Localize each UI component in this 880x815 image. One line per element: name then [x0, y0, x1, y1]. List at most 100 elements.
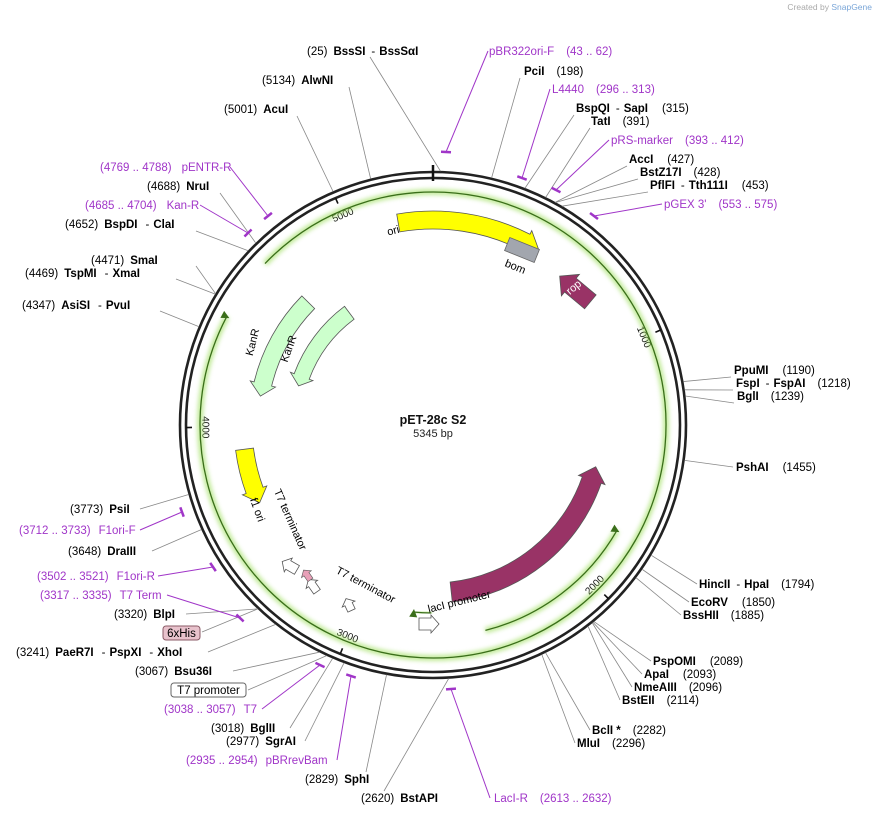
t7-terminator-arrow-2	[305, 579, 321, 595]
kanr-arrow-2	[289, 305, 355, 387]
plasmid-length: 5345 bp	[413, 428, 453, 440]
primer-leader-2935	[336, 675, 352, 761]
tick-label-4000: 4000	[199, 416, 210, 439]
laci-orf-inner-head	[409, 609, 418, 618]
site-acci[interactable]: AccI(427)	[629, 154, 694, 166]
site-psii[interactable]: (3773)PsiI	[70, 504, 130, 516]
site-leader-20	[635, 577, 682, 616]
t7-promoter-box[interactable]	[170, 682, 247, 698]
site-leader-14	[683, 376, 732, 382]
tick-3000	[339, 648, 344, 655]
tick-1000	[655, 329, 662, 333]
site-bsshii[interactable]: BssHII(1885)	[683, 610, 764, 622]
plasmid-name: pET-28c S2	[400, 413, 467, 427]
site-acui[interactable]: (5001)AcuI	[224, 104, 288, 116]
primer-laci-r[interactable]: LacI-R(2613 .. 2632)	[494, 793, 612, 805]
site-pflfi[interactable]: PflFI-Tth111I(453)	[650, 180, 769, 192]
site-leader-24	[587, 626, 621, 701]
primer-leader-4769	[229, 166, 269, 217]
primer-l4440[interactable]: L4440(296 .. 313)	[552, 84, 655, 96]
site-nmeaiii[interactable]: NmeAIII(2096)	[634, 682, 722, 694]
primer-pentr-r[interactable]: (4769 .. 4788)pENTR-R	[100, 162, 231, 174]
site-leader-33	[185, 608, 258, 615]
feature-label-t7-terminator-2: T7 terminator	[334, 565, 398, 606]
site-bsu36i[interactable]: (3067)Bsu36I	[135, 666, 212, 678]
primer-leader-553	[593, 203, 663, 217]
site-leader-5	[195, 265, 216, 294]
site-draiii[interactable]: (3648)DraIII	[68, 546, 136, 558]
site-bgli[interactable]: BglI(1239)	[737, 391, 804, 403]
site-leader-16	[685, 395, 735, 404]
site-bstz17i[interactable]: BstZ17I(428)	[640, 167, 721, 179]
his-tag-box[interactable]	[162, 625, 201, 641]
primer-pgex3[interactable]: pGEX 3'(553 .. 575)	[664, 199, 777, 211]
site-bcli[interactable]: BclI *(2282)	[592, 725, 666, 737]
site-hincii[interactable]: HincII-HpaI(1794)	[699, 579, 814, 591]
site-fspi[interactable]: FspI-FspAI(1218)	[736, 378, 851, 390]
primer-f1ori-r[interactable]: (3502 .. 3521)F1ori-R	[37, 571, 155, 583]
site-blpi[interactable]: (3320)BlpI	[114, 609, 175, 621]
site-tspmi[interactable]: (4469)TspMI-XmaI	[25, 268, 140, 280]
his-tag-label: 6xHis	[167, 628, 196, 640]
primer-prs-marker[interactable]: pRS-marker(393 .. 412)	[611, 135, 744, 147]
site-leader-34	[151, 529, 202, 552]
site-paer7i[interactable]: (3241)PaeR7I-PspXI-XhoI	[16, 647, 182, 659]
site-leader-8	[491, 77, 521, 178]
site-asisi[interactable]: (4347)AsiSI-PvuI	[22, 300, 130, 312]
site-leader-26	[541, 654, 576, 744]
primer-kan-r[interactable]: (4685 .. 4704)Kan-R	[85, 200, 199, 212]
site-leader-4	[195, 230, 249, 252]
site-leader-36	[201, 608, 258, 633]
site-bspdi[interactable]: (4652)BspDI-ClaI	[65, 219, 174, 231]
site-leader-11	[555, 165, 628, 203]
primer-pbr322ori-f[interactable]: pBR322ori-F(43 .. 62)	[489, 46, 612, 58]
site-tati[interactable]: TatI(391)	[591, 116, 650, 128]
f1ori-arrow	[235, 447, 268, 504]
site-nrui[interactable]: (4688)NruI	[147, 181, 209, 193]
site-leader-28	[365, 674, 387, 773]
site-leader-6	[175, 278, 216, 295]
site-ecorv[interactable]: EcoRV(1850)	[691, 597, 775, 609]
primer-f1ori-f[interactable]: (3712 .. 3733)F1ori-F	[19, 525, 136, 537]
primer-t7-term[interactable]: (3317 .. 3335)T7 Term	[40, 590, 162, 602]
credit-prefix: Created by	[787, 2, 829, 12]
site-mlui[interactable]: MluI(2296)	[577, 738, 645, 750]
site-ppumi[interactable]: PpuMI(1190)	[734, 365, 815, 377]
his-tag-mark	[301, 569, 314, 583]
site-pspomi[interactable]: PspOMI(2089)	[653, 656, 743, 668]
site-pshai[interactable]: PshAI(1455)	[736, 462, 816, 474]
site-leader-29	[304, 662, 345, 742]
primer-leader-393	[555, 139, 610, 191]
site-bsssi[interactable]: (25)BssSI-BssSαI	[307, 46, 418, 58]
snapgene-credit: Created by SnapGene	[787, 2, 872, 12]
site-leader-3	[219, 192, 257, 244]
feature-label-bom: bom	[503, 258, 527, 277]
bom-box	[504, 236, 540, 264]
primer-pbrrevbam[interactable]: (2935 .. 2954)pBRrevBam	[186, 755, 328, 767]
primer-leader-2613	[450, 688, 491, 799]
rop-arrow	[559, 273, 597, 310]
site-leader-31	[232, 651, 320, 672]
site-leader-10	[545, 127, 591, 198]
site-sgrai[interactable]: (2977)SgrAI	[226, 736, 296, 748]
primer-leader-3317	[166, 594, 241, 619]
feature-label-f1ori: f1 ori	[247, 496, 267, 523]
site-smai[interactable]: (4471)SmaI	[91, 255, 158, 267]
t7-promoter-arrow	[341, 598, 357, 613]
site-bglii[interactable]: (3018)BglII	[211, 723, 275, 735]
feature-label-kanr-1: KanR	[244, 327, 262, 357]
site-alwni[interactable]: (5134)AlwNI	[262, 75, 333, 87]
site-pcii[interactable]: PciI(198)	[524, 66, 583, 78]
site-apai[interactable]: ApaI(2093)	[644, 669, 716, 681]
site-sphi[interactable]: (2829)SphI	[305, 774, 369, 786]
primer-leader-3502	[157, 566, 214, 577]
site-bstapi[interactable]: (2620)BstAPI	[361, 793, 438, 805]
primer-t7[interactable]: (3038 .. 3057)T7	[164, 704, 257, 716]
feature-label-ori: ori	[386, 224, 401, 239]
site-bspqi[interactable]: BspQI-SapI(315)	[576, 103, 689, 115]
site-leader-25	[545, 652, 591, 731]
site-leader-19	[641, 568, 690, 603]
site-leader-7	[159, 310, 199, 328]
site-bsteii[interactable]: BstEII(2114)	[622, 695, 699, 707]
